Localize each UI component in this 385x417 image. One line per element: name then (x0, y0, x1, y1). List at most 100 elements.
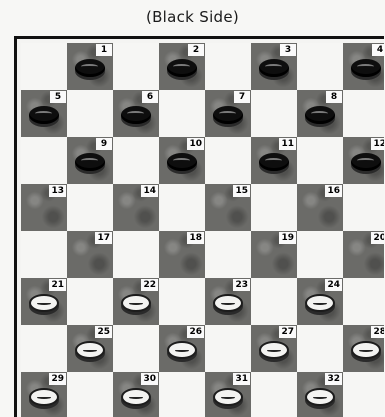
light-square (159, 184, 205, 231)
board-square[interactable]: 21 (21, 278, 67, 325)
white-checker-piece[interactable] (305, 388, 335, 406)
black-checker-piece[interactable] (29, 106, 59, 124)
board-square[interactable]: 22 (113, 278, 159, 325)
black-checker-piece[interactable] (213, 106, 243, 124)
black-checker-piece[interactable] (75, 153, 105, 171)
square-number: 5 (50, 91, 66, 103)
board-square[interactable]: 4 (343, 43, 384, 90)
light-square (251, 90, 297, 137)
board-square[interactable]: 8 (297, 90, 343, 137)
square-number: 12 (371, 138, 384, 150)
light-square (251, 278, 297, 325)
board-square[interactable]: 14 (113, 184, 159, 231)
white-checker-piece[interactable] (213, 294, 243, 312)
square-number: 30 (141, 373, 158, 385)
white-checker-piece[interactable] (167, 341, 197, 359)
board-square[interactable]: 23 (205, 278, 251, 325)
light-square (251, 184, 297, 231)
black-checker-piece[interactable] (351, 59, 381, 77)
board-title: (Black Side) (0, 8, 385, 26)
board-square[interactable]: 19 (251, 231, 297, 278)
board-square[interactable]: 13 (21, 184, 67, 231)
light-square (297, 43, 343, 90)
square-number: 26 (187, 326, 204, 338)
light-square (159, 278, 205, 325)
light-square (343, 278, 384, 325)
white-checker-piece[interactable] (259, 341, 289, 359)
white-checker-piece[interactable] (121, 294, 151, 312)
black-checker-piece[interactable] (167, 59, 197, 77)
checkers-board: 1234567891011121314151617181920212223242… (14, 36, 384, 417)
light-square (297, 137, 343, 184)
square-number: 19 (279, 232, 296, 244)
board-square[interactable]: 16 (297, 184, 343, 231)
square-number: 10 (187, 138, 204, 150)
board-square[interactable]: 24 (297, 278, 343, 325)
board-square[interactable]: 30 (113, 372, 159, 417)
board-square[interactable]: 11 (251, 137, 297, 184)
square-number: 7 (234, 91, 250, 103)
board-square[interactable]: 20 (343, 231, 384, 278)
white-checker-piece[interactable] (305, 294, 335, 312)
square-number: 31 (233, 373, 250, 385)
light-square (113, 43, 159, 90)
board-square[interactable]: 27 (251, 325, 297, 372)
black-checker-piece[interactable] (121, 106, 151, 124)
board-square[interactable]: 31 (205, 372, 251, 417)
board-square[interactable]: 32 (297, 372, 343, 417)
square-number: 23 (233, 279, 250, 291)
square-number: 2 (188, 44, 204, 56)
light-square (159, 372, 205, 417)
square-number: 13 (49, 185, 66, 197)
square-number: 18 (187, 232, 204, 244)
board-square[interactable]: 5 (21, 90, 67, 137)
light-square (343, 184, 384, 231)
board-square[interactable]: 7 (205, 90, 251, 137)
board-square[interactable]: 9 (67, 137, 113, 184)
black-checker-piece[interactable] (75, 59, 105, 77)
black-checker-piece[interactable] (259, 59, 289, 77)
square-number: 6 (142, 91, 158, 103)
black-checker-piece[interactable] (305, 106, 335, 124)
white-checker-piece[interactable] (75, 341, 105, 359)
light-square (343, 90, 384, 137)
board-square[interactable]: 28 (343, 325, 384, 372)
board-square[interactable]: 12 (343, 137, 384, 184)
white-checker-piece[interactable] (29, 294, 59, 312)
square-number: 29 (49, 373, 66, 385)
light-square (297, 325, 343, 372)
board-square[interactable]: 6 (113, 90, 159, 137)
board-square[interactable]: 15 (205, 184, 251, 231)
square-number: 11 (279, 138, 296, 150)
board-square[interactable]: 25 (67, 325, 113, 372)
square-number: 4 (372, 44, 384, 56)
light-square (205, 43, 251, 90)
board-square[interactable]: 10 (159, 137, 205, 184)
black-checker-piece[interactable] (259, 153, 289, 171)
board-square[interactable]: 3 (251, 43, 297, 90)
square-number: 24 (325, 279, 342, 291)
white-checker-piece[interactable] (29, 388, 59, 406)
board-square[interactable]: 1 (67, 43, 113, 90)
light-square (205, 231, 251, 278)
board-square[interactable]: 2 (159, 43, 205, 90)
white-checker-piece[interactable] (121, 388, 151, 406)
black-checker-piece[interactable] (167, 153, 197, 171)
board-square[interactable]: 17 (67, 231, 113, 278)
board-square[interactable]: 26 (159, 325, 205, 372)
white-checker-piece[interactable] (351, 341, 381, 359)
light-square (67, 278, 113, 325)
board-square[interactable]: 18 (159, 231, 205, 278)
square-number: 1 (96, 44, 112, 56)
board-square[interactable]: 29 (21, 372, 67, 417)
square-number: 9 (96, 138, 112, 150)
light-square (67, 372, 113, 417)
square-number: 16 (325, 185, 342, 197)
white-checker-piece[interactable] (213, 388, 243, 406)
light-square (251, 372, 297, 417)
square-number: 32 (325, 373, 342, 385)
light-square (297, 231, 343, 278)
square-number: 28 (371, 326, 384, 338)
light-square (21, 325, 67, 372)
black-checker-piece[interactable] (351, 153, 381, 171)
